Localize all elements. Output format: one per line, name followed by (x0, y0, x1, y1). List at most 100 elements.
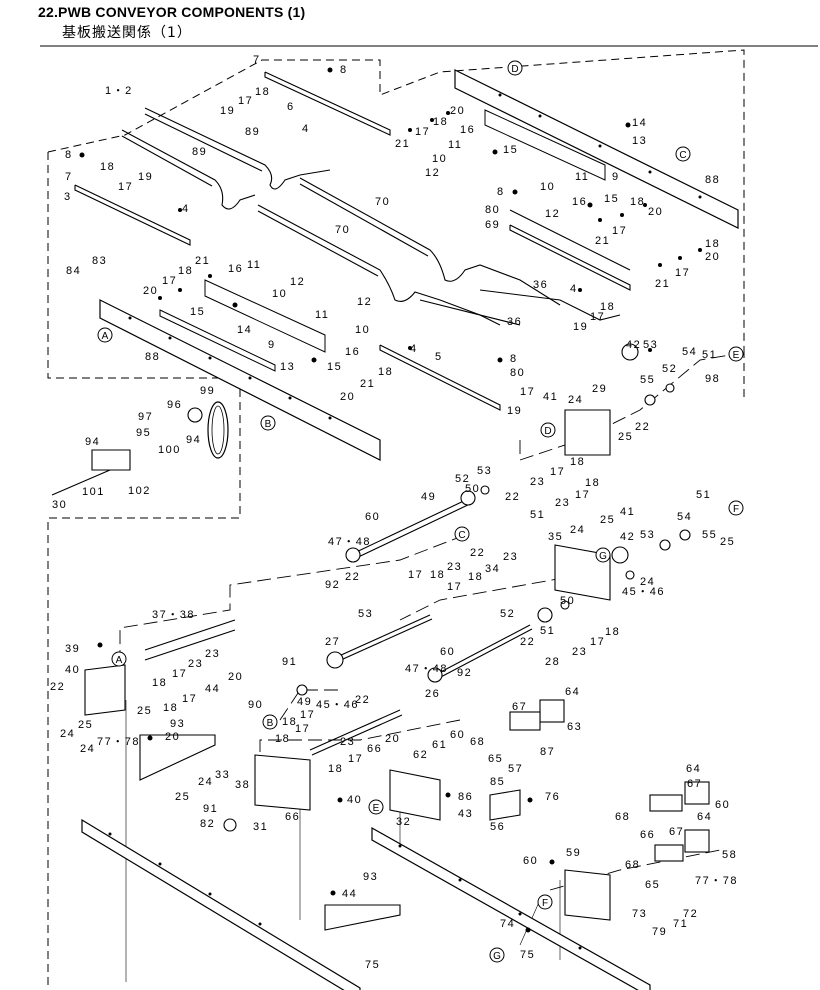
part-label: 17 (550, 466, 565, 478)
callout-letter: D (544, 426, 551, 437)
motor-66-c (684, 829, 710, 853)
part-label: 27 (325, 636, 340, 648)
part-label: 23 (572, 646, 587, 658)
guide-bars (74, 71, 631, 411)
bracket-56 (389, 769, 441, 821)
pulley-39 (326, 651, 344, 669)
reference-callout-letters: D C A B E D C G F A B E F G (102, 64, 740, 962)
part-label: 23 (340, 736, 355, 748)
part-label: 11 (575, 171, 589, 183)
part-label: 23 (530, 476, 545, 488)
part-label: 36 (507, 316, 522, 328)
part-label: 58 (722, 849, 737, 861)
part-label: 67 (687, 778, 702, 790)
bracket-58 (564, 869, 611, 921)
part-label: 20 (228, 671, 243, 683)
part-label: 24 (198, 776, 213, 788)
part-label: 20 (165, 731, 180, 743)
part-label: 19 (573, 321, 588, 333)
part-label: 8 (497, 186, 505, 198)
part-label: 45・46 (622, 586, 665, 598)
part-label: 35 (548, 531, 563, 543)
part-label: 65 (645, 879, 660, 891)
belt-36-a (479, 289, 621, 321)
part-label: 87 (540, 746, 555, 758)
part-label: 70 (375, 196, 390, 208)
part-label: 39 (65, 643, 80, 655)
part-label: 23 (205, 648, 220, 660)
part-label: 55 (702, 529, 717, 541)
part-label: 53 (358, 608, 373, 620)
part-label: 1・2 (105, 85, 133, 97)
part-label: 4 (182, 203, 190, 215)
part-label: 52 (662, 363, 677, 375)
callout-letter: G (493, 951, 501, 962)
part-label: 22 (470, 547, 485, 559)
shafts (51, 469, 533, 756)
part-label: 34 (485, 563, 500, 575)
belt-70-lower (257, 204, 501, 326)
shaft-47-48-lower (434, 624, 531, 676)
part-label: 53 (643, 339, 658, 351)
bar-6 (264, 71, 391, 136)
part-label: 11 (315, 309, 329, 321)
part-label: 54 (682, 346, 697, 358)
part-label: 20 (143, 285, 158, 297)
part-label: 42 (626, 339, 641, 351)
callout-letter: A (116, 655, 123, 666)
part-label: 18 (605, 626, 620, 638)
callout-letter: D (511, 64, 518, 75)
part-label: 22 (505, 491, 520, 503)
motors (509, 699, 710, 862)
part-label: 9 (268, 339, 276, 351)
part-label: 11 (247, 259, 261, 271)
part-label: 16 (460, 124, 475, 136)
part-label: 18 (468, 571, 483, 583)
part-label: 89 (192, 146, 207, 158)
bracket-31 (254, 754, 311, 811)
callout-letter: A (102, 331, 109, 342)
part-label: 43 (458, 808, 473, 820)
callout-letter: F (733, 504, 739, 515)
part-label: 18 (282, 716, 297, 728)
part-label: 60 (715, 799, 730, 811)
part-label: 102 (128, 485, 151, 497)
part-label: 25 (600, 514, 615, 526)
part-label: 71 (673, 918, 688, 930)
part-label: 33 (215, 769, 230, 781)
fasteners (79, 67, 702, 933)
pulley-41-42-mid (611, 546, 629, 564)
part-label: 17 (590, 311, 605, 323)
part-label: 41 (543, 391, 558, 403)
part-label: 84 (66, 265, 81, 277)
part-label: 41 (620, 506, 635, 518)
part-label: 12 (425, 167, 440, 179)
bracket-100 (91, 449, 131, 471)
page-subtitle: 基板搬送関係（1） (62, 25, 192, 41)
part-label: 66 (640, 829, 655, 841)
part-label: 85 (490, 776, 505, 788)
holder-9-front (204, 279, 326, 353)
part-label: 12 (357, 296, 372, 308)
part-label: 44 (205, 683, 220, 695)
part-label: 17 (300, 709, 315, 721)
part-label: 17 (182, 693, 197, 705)
part-label: 12 (290, 276, 305, 288)
part-label: 18 (705, 238, 720, 250)
part-label: 51 (702, 349, 717, 361)
part-label: 19 (220, 105, 235, 117)
part-label: 17 (415, 126, 430, 138)
pulley-92-upper (345, 547, 361, 563)
part-label: 28 (545, 656, 560, 668)
part-label: 25 (78, 719, 93, 731)
part-label: 18 (100, 161, 115, 173)
callout-letter: C (458, 530, 465, 541)
pulleys (187, 343, 691, 832)
part-label: 17 (612, 225, 627, 237)
part-label: 24 (640, 576, 655, 588)
part-label: 98 (705, 373, 720, 385)
part-label: 24 (60, 728, 75, 740)
part-label: 69 (485, 219, 500, 231)
part-label: 10 (540, 181, 555, 193)
